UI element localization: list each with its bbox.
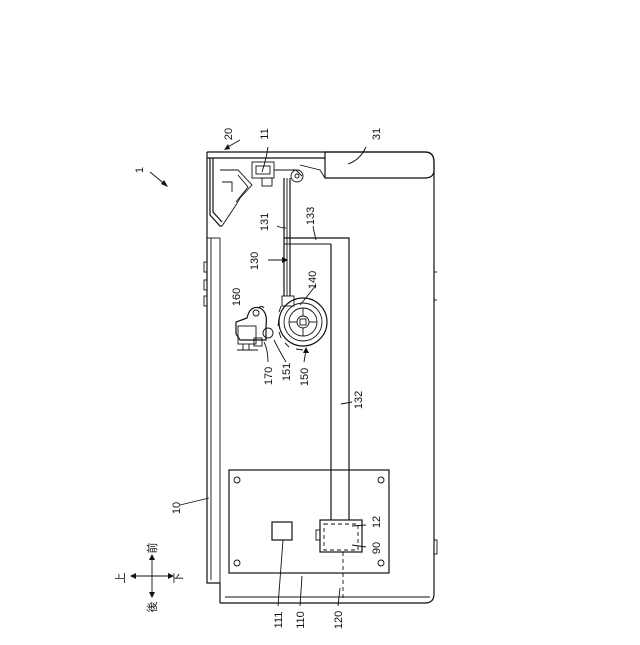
compass-up: 上	[114, 573, 127, 584]
compass-down: 下	[173, 573, 185, 584]
numeral-labels: 1 20 11 31 131 133 130 140 160 170 151 1…	[134, 128, 383, 629]
direction-compass: 上 下 前 後	[114, 543, 185, 613]
label-170: 170	[263, 367, 275, 385]
belt-assembly	[284, 178, 349, 520]
front-cover-31	[325, 152, 434, 178]
label-90: 90	[371, 542, 383, 554]
base-plate-110	[229, 470, 389, 573]
label-133: 133	[305, 207, 317, 225]
switch-assembly	[236, 307, 266, 350]
label-131: 131	[259, 213, 271, 231]
leader-lines	[150, 140, 366, 606]
label-150: 150	[299, 368, 311, 386]
label-132: 132	[353, 391, 365, 409]
box-12	[316, 520, 362, 600]
pulley-assembly	[263, 296, 327, 350]
label-1: 1	[134, 167, 146, 173]
label-120: 120	[333, 611, 345, 629]
label-31: 31	[371, 128, 383, 140]
label-110: 110	[295, 611, 307, 629]
label-160: 160	[231, 288, 243, 306]
label-111: 111	[273, 612, 285, 629]
compass-back: 後	[145, 602, 159, 613]
label-20: 20	[223, 128, 235, 140]
label-12: 12	[371, 516, 383, 528]
label-151: 151	[281, 363, 293, 381]
label-11: 11	[259, 128, 271, 139]
label-10: 10	[171, 502, 183, 514]
label-130: 130	[249, 252, 261, 270]
compass-front: 前	[145, 543, 159, 554]
label-140: 140	[307, 271, 319, 289]
